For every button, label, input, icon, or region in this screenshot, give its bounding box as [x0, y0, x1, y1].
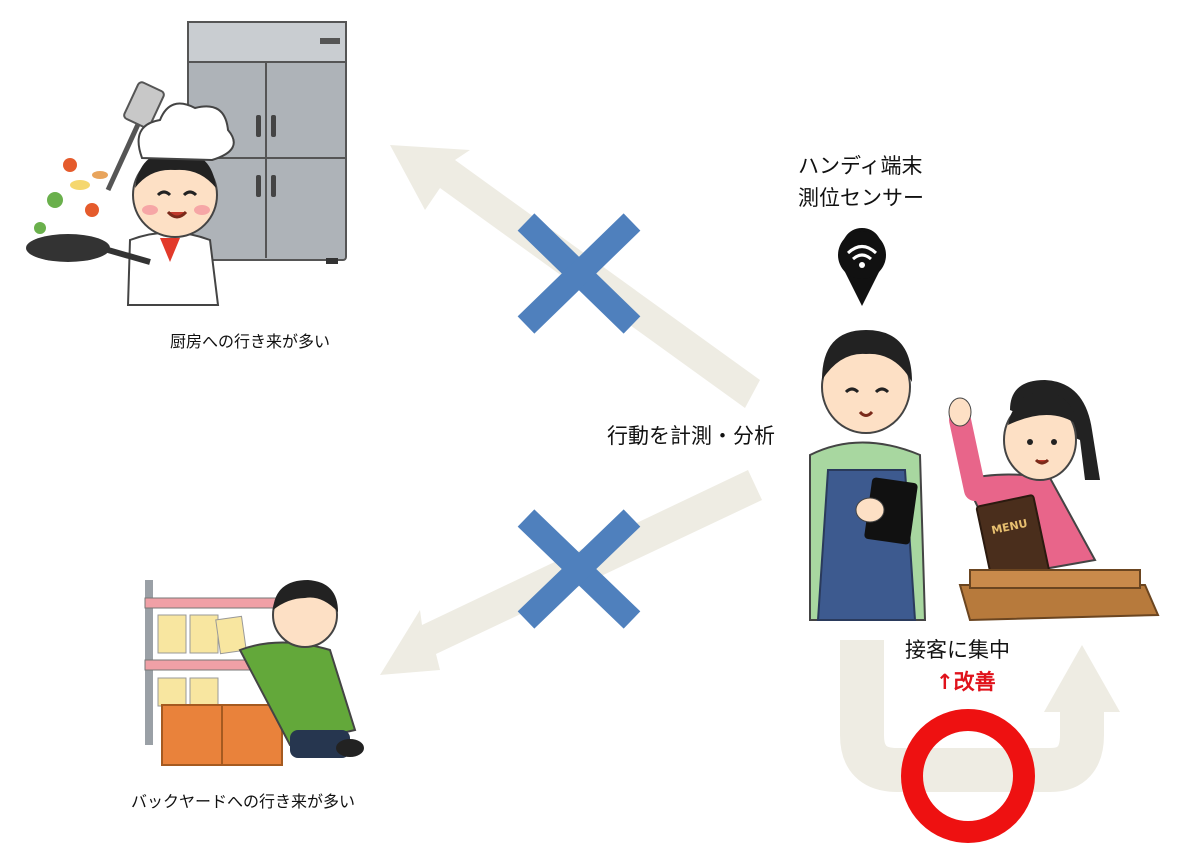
warehouse-worker-icon: [144, 580, 364, 766]
location-pin-wifi-icon: [838, 228, 886, 306]
backyard-label: バックヤードへの行き来が多い: [131, 792, 356, 811]
cross-mark-icon: [517, 509, 641, 629]
device-label-line2: 測位センサー: [798, 186, 924, 210]
chef-icon: [26, 81, 235, 306]
u-turn-arrow-head: [1044, 645, 1120, 712]
device-label-line1: ハンディ端末: [798, 154, 923, 178]
cross-mark-icon: [517, 213, 641, 334]
focus-label: 接客に集中: [905, 638, 1010, 662]
analysis-label: 行動を計測・分析: [607, 424, 775, 448]
customer-icon: MENU: [948, 380, 1160, 622]
improve-label: ↑改善: [936, 670, 996, 694]
refrigerator-icon: [187, 21, 347, 264]
waiter-icon: [809, 330, 927, 621]
u-turn-arrow: [840, 640, 1104, 792]
kitchen-label: 厨房への行き来が多い: [170, 332, 331, 351]
circle-mark-icon: [901, 709, 1035, 843]
